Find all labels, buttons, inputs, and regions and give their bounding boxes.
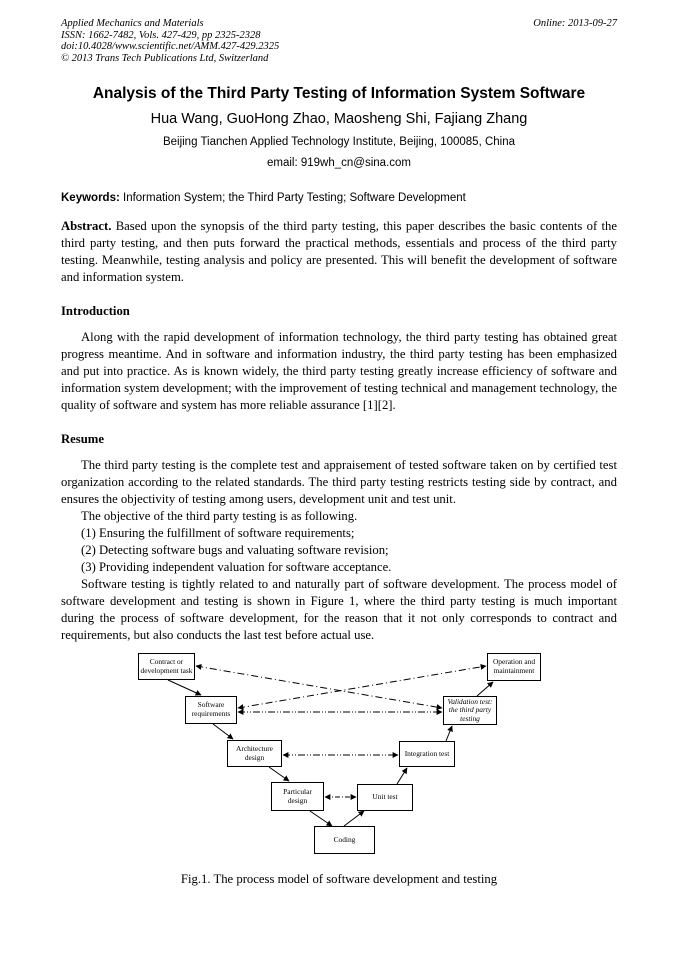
abstract-text: Based upon the synopsis of the third par… (61, 219, 617, 284)
box-operation-maintainment: Operation and maintainment (487, 653, 541, 681)
online-date: Online: 2013-09-27 (533, 18, 617, 29)
box-integration-test: Integration test (399, 741, 455, 767)
arrow-coding-to-unit-test (343, 810, 365, 827)
figure-caption: Fig.1. The process model of software dev… (180, 872, 498, 886)
arrow-validation-test-to-operation (476, 681, 494, 697)
paper-title: Analysis of the Third Party Testing of I… (92, 85, 586, 102)
arrow-integration-test-to-validation-test (445, 725, 453, 742)
abstract-label: Abstract. (61, 219, 112, 233)
page-header: Applied Mechanics and Materials ISSN: 16… (61, 18, 617, 64)
email-line: email: 919wh_cn@sina.com (267, 157, 411, 169)
dashed-correspondence-lines (195, 663, 487, 800)
box-particular-design: Particular design (271, 782, 324, 811)
journal-name: Applied Mechanics and Materials (61, 18, 204, 29)
introduction-paragraph: Along with the rapid development of info… (61, 330, 617, 412)
arrow-architecture-to-particular (268, 766, 290, 782)
box-software-requirements: Software requirements (185, 696, 237, 724)
box-coding: Coding (314, 826, 375, 854)
arrow-unit-test-to-integration-test (396, 767, 408, 785)
copyright-line: © 2013 Trans Tech Publications Ltd, Swit… (61, 52, 269, 64)
resume-objective-line: The objective of the third party testing… (81, 509, 358, 523)
box-unit-test: Unit test (357, 784, 413, 811)
section-heading-introduction: Introduction (61, 304, 130, 318)
doi-line: doi:10.4028/www.scientific.net/AMM.427-4… (61, 41, 280, 52)
resume-item-1: (1) Ensuring the fulfillment of software… (81, 526, 355, 540)
resume-item-2: (2) Detecting software bugs and valuatin… (81, 543, 389, 557)
keywords-label: Keywords: (61, 192, 120, 204)
arrow-software-requirements-to-architecture (212, 723, 234, 740)
resume-paragraph-2: Software testing is tightly related to a… (61, 577, 617, 642)
issn-line: ISSN: 1662-7482, Vols. 427-429, pp 2325-… (61, 29, 261, 41)
authors-line: Hua Wang, GuoHong Zhao, Maosheng Shi, Fa… (150, 111, 528, 127)
arrow-particular-to-coding (309, 810, 333, 827)
box-validation-test-third-party: Validation test: the third party testing (443, 696, 497, 725)
journal-info-block: Applied Mechanics and Materials ISSN: 16… (61, 18, 279, 64)
diagram-connector-lines (167, 663, 494, 827)
resume-paragraph-1: The third party testing is the complete … (61, 458, 617, 506)
section-heading-resume: Resume (61, 432, 104, 446)
keywords-text: Information System; the Third Party Test… (123, 192, 466, 204)
arrow-contract-to-software-requirements (167, 679, 202, 696)
figure-1-process-model-diagram: Contract or development task Operation a… (61, 649, 617, 861)
box-architecture-design: Architecture design (227, 740, 282, 767)
box-contract-development-task: Contract or development task (138, 653, 195, 680)
resume-item-3: (3) Providing independent valuation for … (81, 560, 392, 574)
abstract-paragraph: Abstract. Based upon the synopsis of the… (61, 218, 617, 286)
keywords-line: Keywords: Information System; the Third … (61, 191, 617, 205)
affiliation-line: Beijing Tianchen Applied Technology Inst… (162, 136, 516, 148)
